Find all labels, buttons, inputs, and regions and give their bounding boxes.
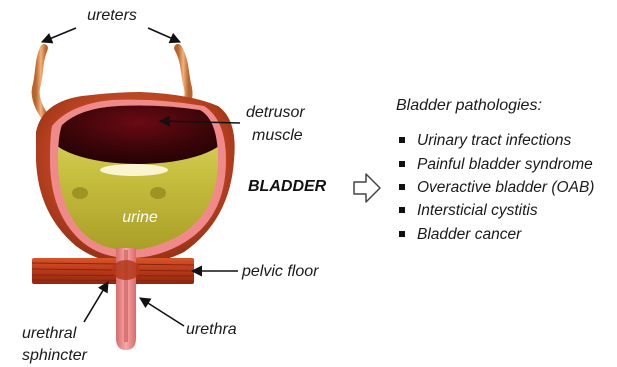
urethral-sphincter-ring	[112, 260, 140, 280]
urethral-sphincter-label-line1: urethral	[22, 325, 77, 342]
pointer-arrow-icon	[354, 174, 380, 202]
ureters-arrow-left	[42, 28, 76, 42]
detrusor-label-line1: detrusor	[246, 104, 305, 121]
list-item: Painful bladder syndrome	[399, 156, 593, 173]
bullet-icon	[399, 161, 405, 167]
bullet-icon	[399, 184, 405, 190]
urethra-arrow	[140, 298, 184, 326]
svg-text:Overactive bladder (OAB): Overactive bladder (OAB)	[417, 179, 594, 196]
bullet-icon	[399, 137, 405, 143]
list-item: Bladder cancer	[399, 226, 522, 243]
svg-text:Bladder cancer: Bladder cancer	[417, 226, 522, 243]
ureters-label: ureters	[87, 7, 137, 24]
list-item: Urinary tract infections	[399, 132, 571, 149]
pelvic-floor-label: pelvic floor	[241, 263, 319, 280]
urine-highlight	[100, 164, 168, 176]
svg-text:Painful bladder syndrome: Painful bladder syndrome	[417, 156, 593, 173]
svg-text:Urinary tract infections: Urinary tract infections	[417, 132, 571, 149]
urethra-label: urethra	[186, 321, 237, 338]
list-item: Intersticial cystitis	[399, 202, 538, 219]
left-ureter	[36, 48, 46, 118]
detrusor-label-line2: muscle	[252, 127, 303, 144]
ureters-arrow-right	[148, 28, 180, 42]
list-item: Overactive bladder (OAB)	[399, 179, 594, 196]
ureteral-orifice-left	[72, 187, 88, 199]
pathologies-list: Urinary tract infections Painful bladder…	[399, 132, 594, 243]
bullet-icon	[399, 207, 405, 213]
urethral-sphincter-arrow	[84, 282, 108, 322]
urine-label: urine	[122, 209, 158, 226]
svg-text:Intersticial cystitis: Intersticial cystitis	[417, 202, 538, 219]
urethral-sphincter-label-line2: sphincter	[22, 347, 88, 364]
pathologies-heading: Bladder pathologies:	[396, 97, 542, 114]
bladder-label: BLADDER	[248, 178, 327, 195]
bullet-icon	[399, 231, 405, 237]
ureteral-orifice-right	[150, 187, 166, 199]
